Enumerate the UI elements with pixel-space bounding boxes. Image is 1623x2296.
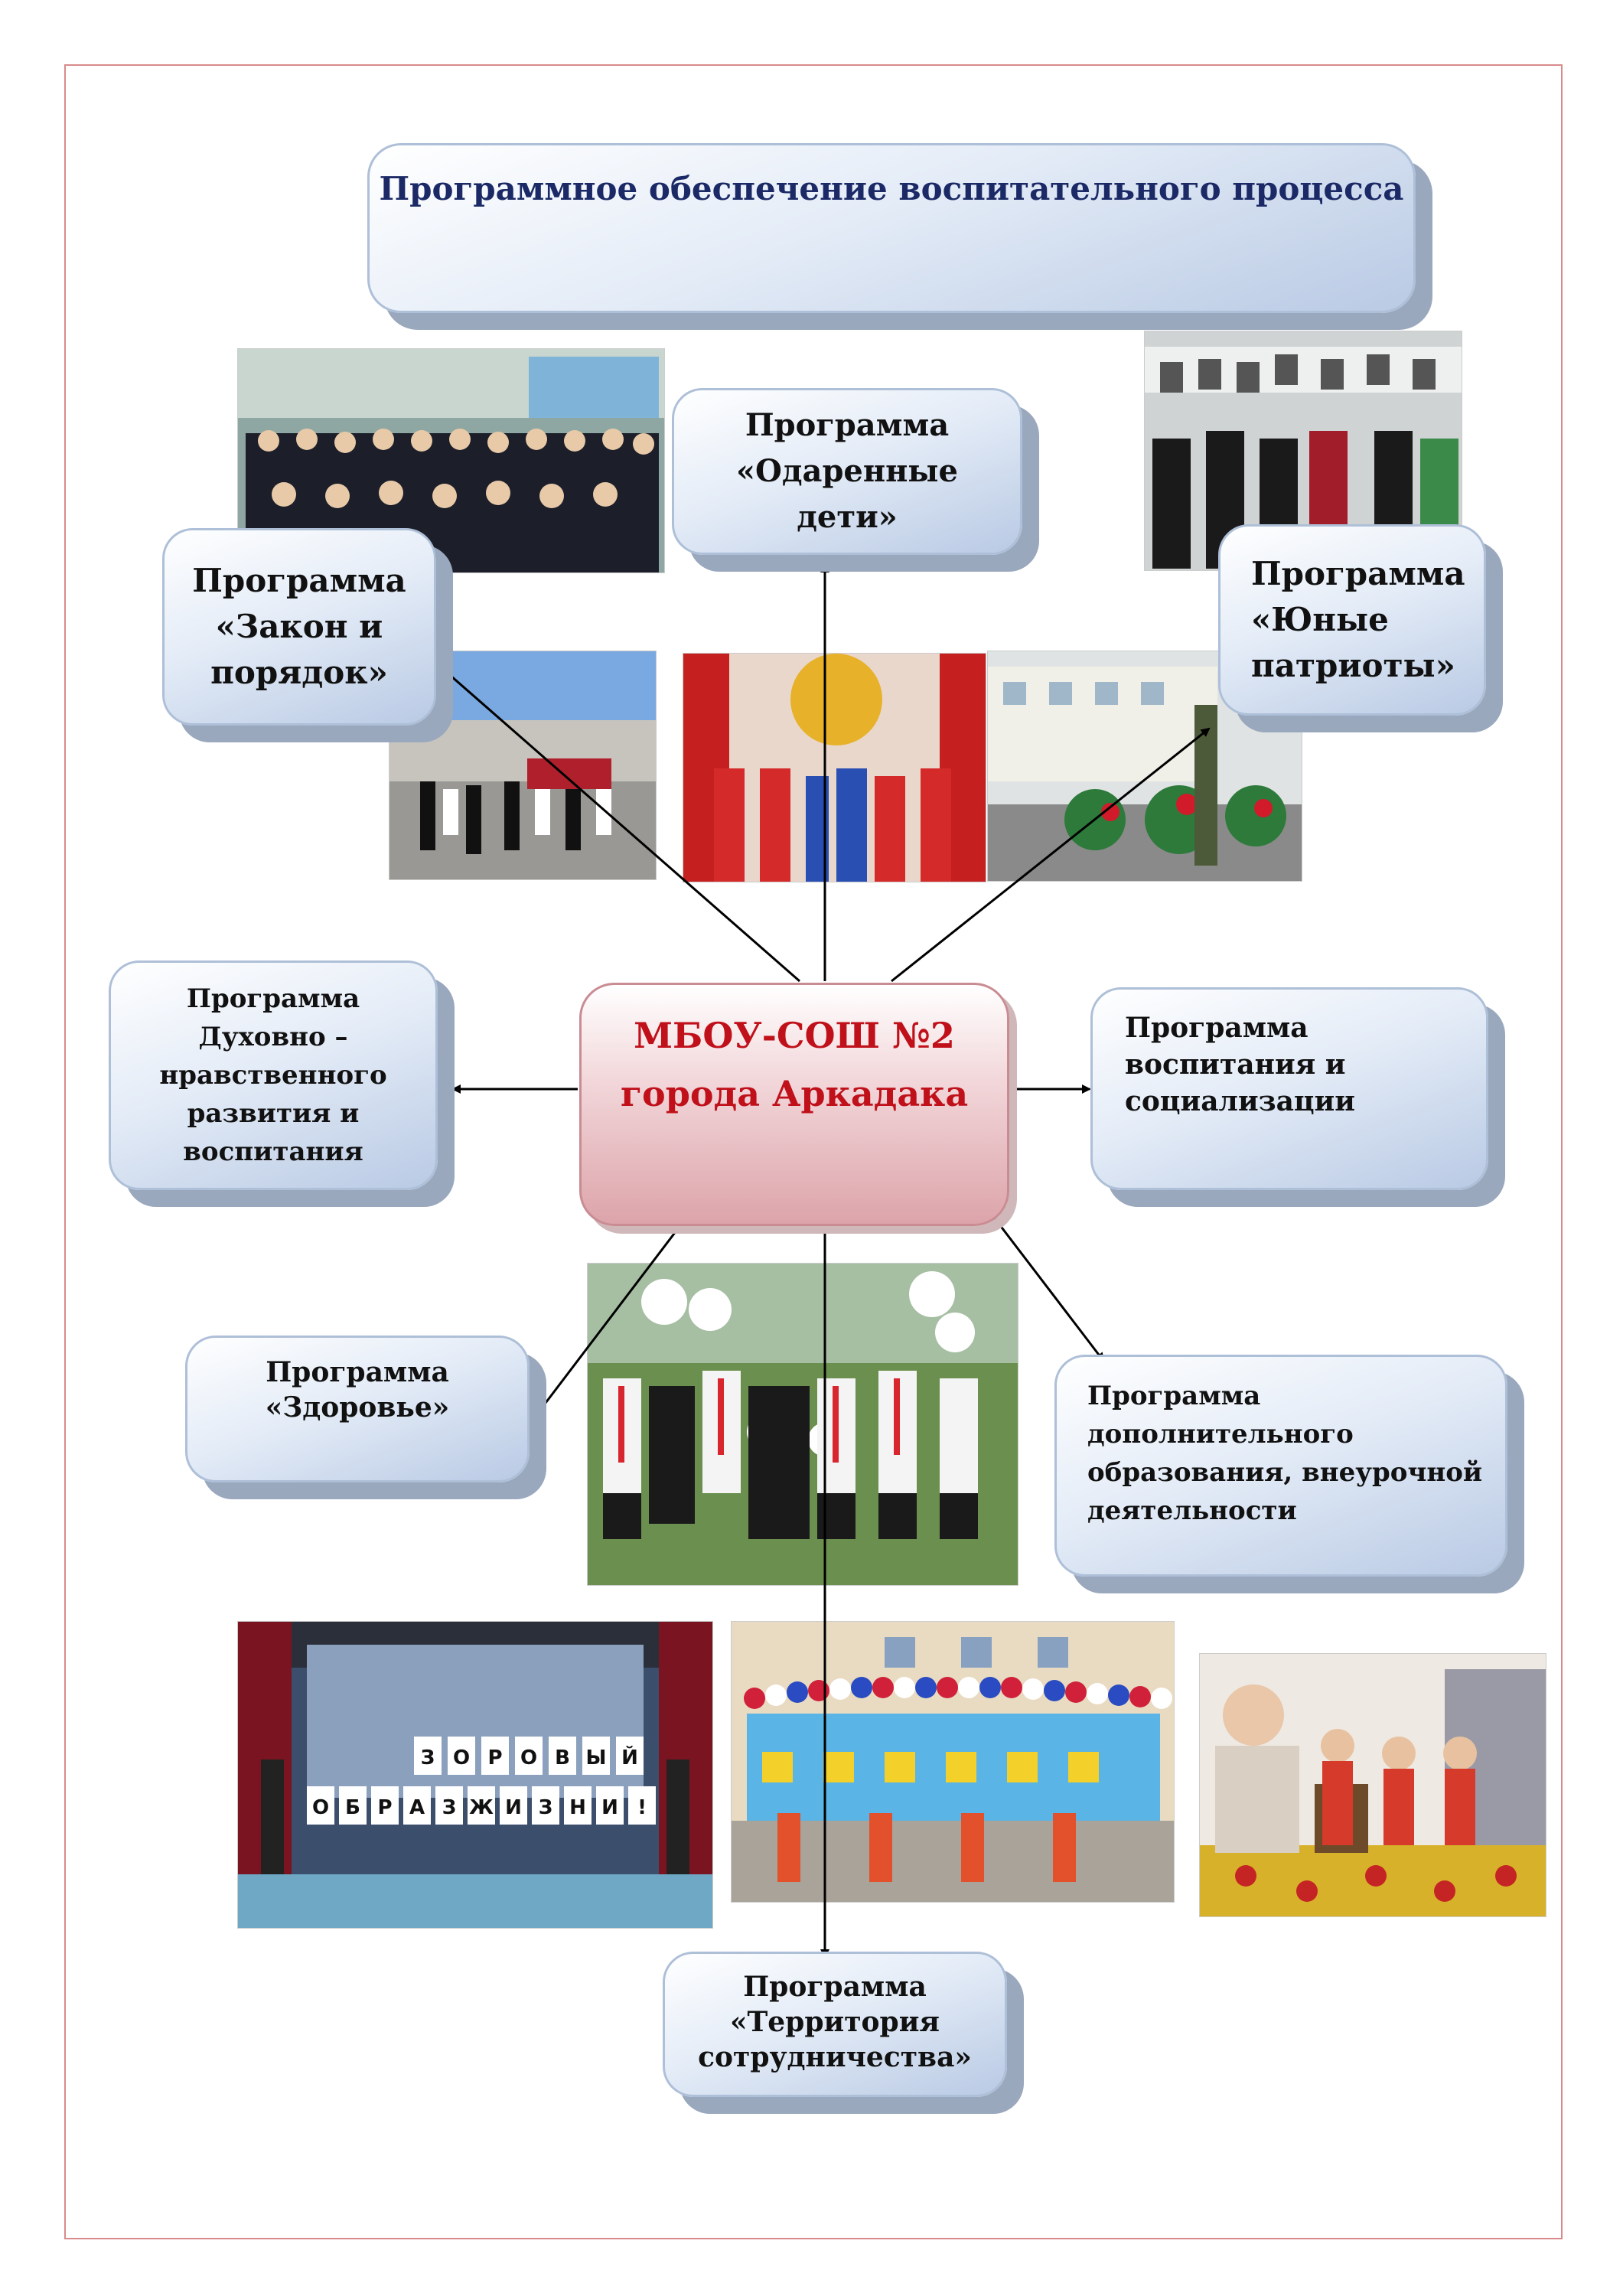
program-spiritual-box: Программа Духовно – нравственного развит… (109, 960, 438, 1190)
photo-festival-balloons-image (732, 1622, 1174, 1902)
shirt-letter-1: О (453, 1746, 470, 1769)
shirt-letter-11: З (442, 1796, 456, 1819)
arrow-to-patriots (891, 727, 1211, 983)
title-box: Программное обеспечение воспитательного … (367, 143, 1416, 313)
shirt-14 (532, 1786, 559, 1825)
shirt-2 (481, 1737, 509, 1775)
center-school-label: МБОУ-СОШ №2 города Аркадака (620, 1015, 969, 1114)
shirt-10 (403, 1786, 431, 1825)
photo-memorial-wreaths-image (988, 651, 1302, 881)
photo-graduates-balloons (587, 1263, 1018, 1586)
shirt-letter-3: О (520, 1746, 537, 1769)
program-gifted-label: Программа «Одаренные дети» (736, 407, 958, 535)
shirt-11 (435, 1786, 463, 1825)
arrow-to-health (525, 1224, 683, 1430)
diagram-title: Программное обеспечение воспитательного … (379, 170, 1404, 207)
program-patriots-label: Программа «Юные патриоты» (1251, 555, 1465, 684)
shirt-letter-16: И (601, 1796, 618, 1819)
shirt-13 (500, 1786, 527, 1825)
program-law-box: Программа «Закон и порядок» (162, 528, 436, 726)
shirt-letter-2: Р (487, 1746, 502, 1769)
shirt-9 (371, 1786, 399, 1825)
shirt-1 (448, 1737, 475, 1775)
shirt-letter-13: И (505, 1796, 522, 1819)
center-school-box: МБОУ-СОШ №2 города Аркадака (579, 983, 1009, 1226)
shirt-letter-14: З (539, 1796, 552, 1819)
photo-festival-balloons (731, 1621, 1175, 1903)
shirt-3 (515, 1737, 543, 1775)
shirt-letter-8: Б (345, 1796, 360, 1819)
shirt-letter-4: В (555, 1746, 570, 1769)
photo-folk-stage (683, 653, 986, 882)
program-socialization-label: Программа воспитания и социализации (1125, 1012, 1355, 1117)
photo-samovar-children-image (1200, 1654, 1546, 1916)
arrow-to-law (431, 658, 800, 983)
photo-memorial-wreaths (987, 651, 1302, 882)
shirt-15 (564, 1786, 592, 1825)
shirt-letter-7: О (312, 1796, 329, 1819)
shirt-0 (414, 1737, 442, 1775)
program-spiritual-label: Программа Духовно – нравственного развит… (159, 983, 387, 1167)
program-law-label: Программа «Закон и порядок» (192, 562, 406, 691)
program-additional-box: Программа дополнительного образования, в… (1054, 1355, 1507, 1577)
program-additional-label: Программа дополнительного образования, в… (1087, 1381, 1483, 1526)
shirt-letter-12: Ж (469, 1796, 494, 1819)
shirt-12 (468, 1786, 495, 1825)
shirt-letter-17: ! (637, 1796, 647, 1819)
program-health-box: Программа «Здоровье» (185, 1336, 530, 1482)
shirt-8 (339, 1786, 367, 1825)
shirt-letter-0: З (421, 1746, 435, 1769)
shirt-16 (596, 1786, 624, 1825)
shirt-7 (307, 1786, 334, 1825)
program-socialization-box: Программа воспитания и социализации (1090, 987, 1488, 1190)
shirt-letter-6: Й (621, 1745, 638, 1769)
program-patriots-box: Программа «Юные патриоты» (1218, 524, 1486, 716)
page-frame (64, 64, 1563, 2239)
program-territory-label: Программа «Территория сотрудничества» (698, 1971, 972, 2073)
shirt-letter-5: Ы (586, 1746, 607, 1769)
program-gifted-box: Программа «Одаренные дети» (672, 388, 1022, 555)
program-health-label: Программа «Здоровье» (265, 1356, 450, 1424)
photo-graduates-balloons-image (588, 1264, 1018, 1585)
photo-folk-stage-image (683, 654, 986, 882)
shirt-5 (582, 1737, 610, 1775)
shirt-4 (549, 1737, 576, 1775)
shirt-6 (616, 1737, 644, 1775)
shirt-letter-15: Н (569, 1796, 586, 1819)
photo-samovar-children (1199, 1653, 1546, 1917)
shirt-letter-10: А (409, 1796, 425, 1819)
shirt-letter-9: Р (377, 1796, 392, 1819)
program-territory-box: Программа «Территория сотрудничества» (663, 1952, 1007, 2097)
shirt-17 (628, 1786, 656, 1825)
arrow-to-additional (993, 1218, 1105, 1362)
